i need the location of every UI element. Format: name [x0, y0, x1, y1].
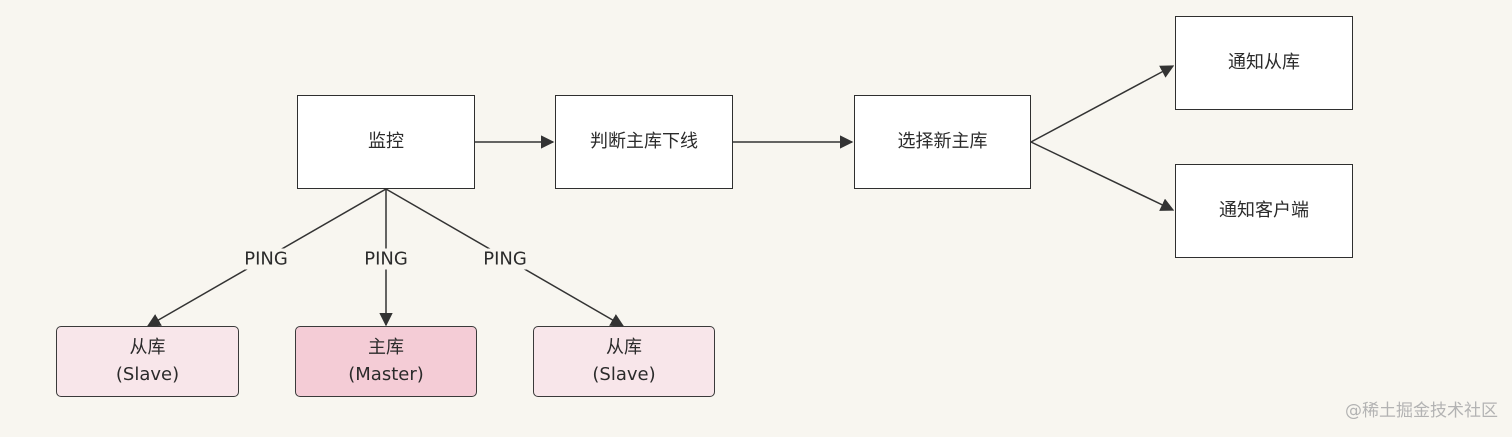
edge-label-ping-left: PING: [242, 248, 290, 270]
node-master-line2: (Master): [348, 363, 424, 385]
node-slave-left-line1: 从库: [129, 337, 166, 359]
node-notify-clients: 通知客户端: [1175, 164, 1353, 258]
node-slave-right: 从库 (Slave): [533, 326, 715, 397]
node-slave-left-line2: (Slave): [115, 363, 180, 385]
edge-select-to-notify-slaves: [1030, 65, 1175, 143]
node-select-new-master: 选择新主库: [854, 95, 1031, 189]
edge-label-ping-center: PING: [362, 248, 410, 270]
node-master: 主库 (Master): [295, 326, 477, 397]
edge-label-ping-right: PING: [481, 248, 529, 270]
node-judge-master-offline-label: 判断主库下线: [590, 130, 698, 152]
node-judge-master-offline: 判断主库下线: [555, 95, 733, 189]
node-select-new-master-label: 选择新主库: [897, 130, 988, 152]
watermark: @稀土掘金技术社区: [1345, 401, 1498, 421]
node-slave-right-line2: (Slave): [592, 363, 656, 385]
edge-select-to-notify-clients: [1030, 141, 1175, 211]
node-master-line1: 主库: [368, 337, 404, 359]
node-monitor: 监控: [297, 95, 475, 189]
node-notify-slaves: 通知从库: [1175, 16, 1353, 110]
node-slave-right-line1: 从库: [606, 337, 642, 359]
node-notify-slaves-label: 通知从库: [1228, 51, 1300, 73]
node-notify-clients-label: 通知客户端: [1219, 199, 1309, 221]
node-slave-left: 从库 (Slave): [56, 326, 239, 397]
node-monitor-label: 监控: [368, 130, 404, 152]
